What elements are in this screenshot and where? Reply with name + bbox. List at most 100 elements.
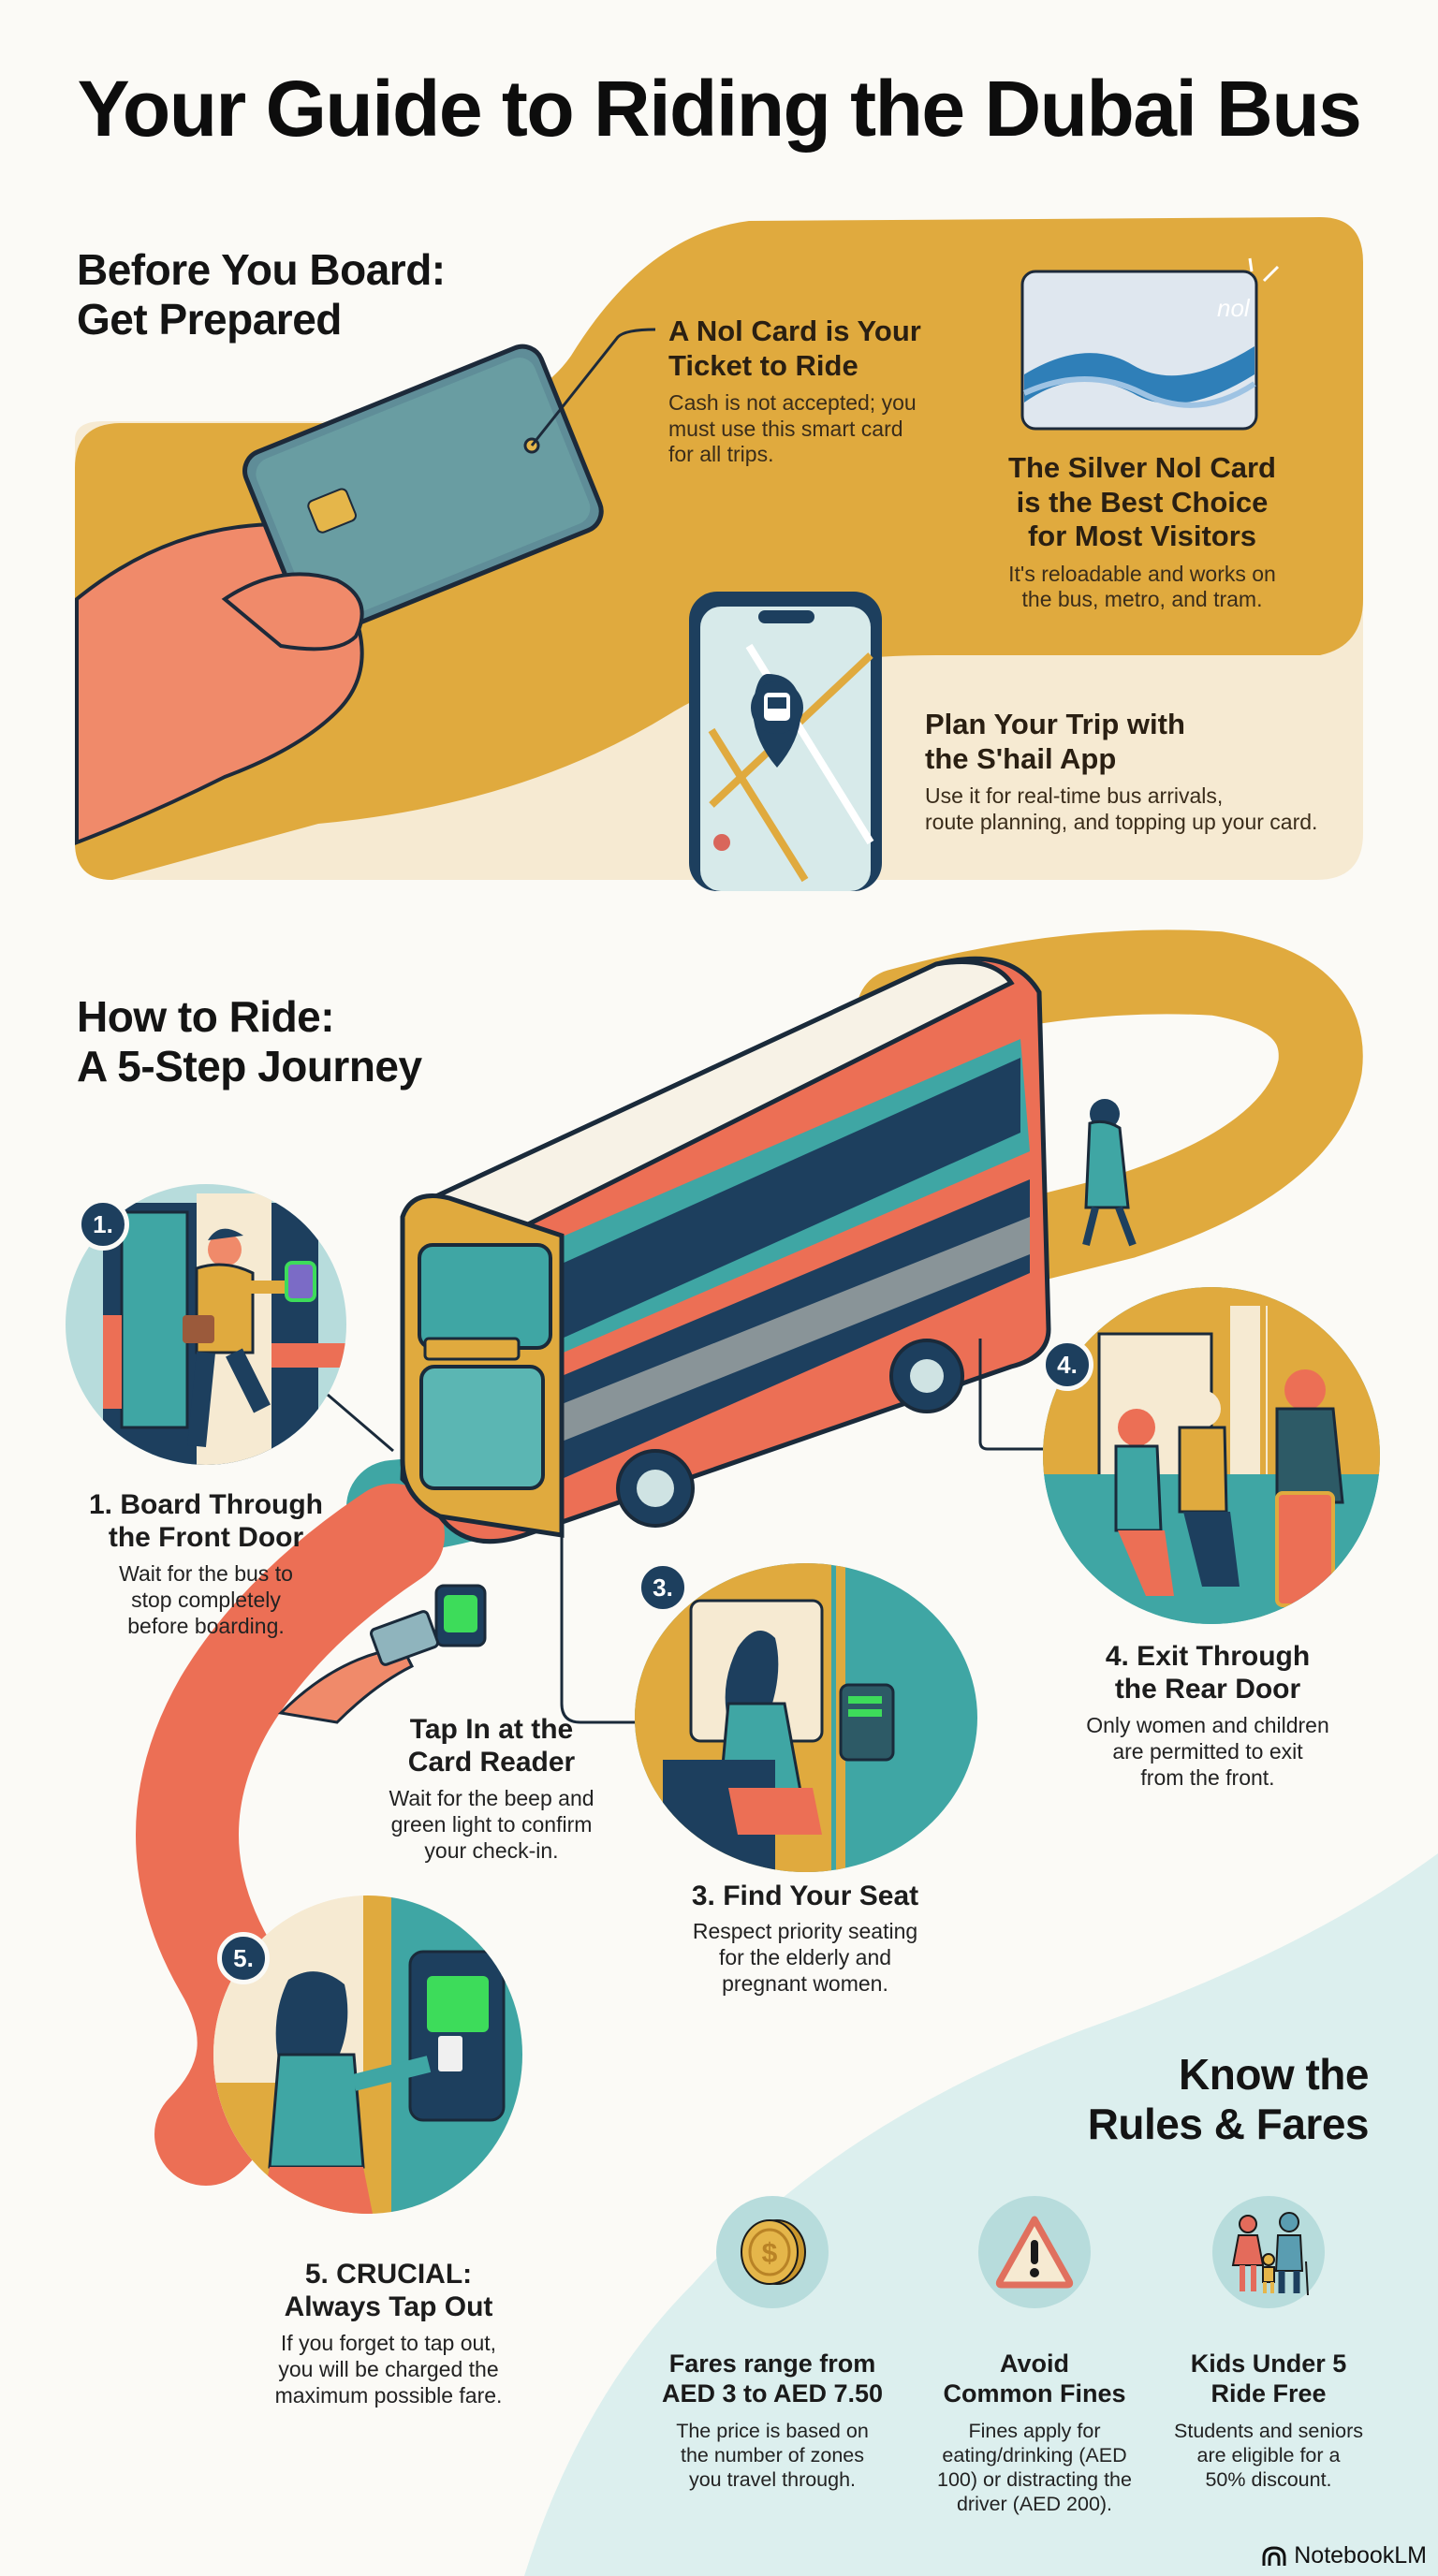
step5-body: If you forget to tap out, you will be ch… bbox=[225, 2330, 552, 2408]
heading-line: How to Ride: bbox=[77, 992, 335, 1041]
connector-step1 bbox=[327, 1393, 394, 1453]
page-title: Your Guide to Riding the Dubai Bus bbox=[77, 65, 1362, 153]
app-title: Plan Your Trip with the S'hail App bbox=[925, 708, 1365, 776]
body-line: must use this smart card bbox=[668, 416, 903, 441]
rule-fares-body: The price is based on the number of zone… bbox=[655, 2419, 889, 2493]
heading-line: Rules & Fares bbox=[1087, 2099, 1370, 2148]
body-line: If you forget to tap out, bbox=[280, 2330, 497, 2355]
title-line: Kids Under 5 bbox=[1190, 2349, 1347, 2378]
double-decker-bus-illustration bbox=[400, 956, 1051, 1544]
warning-icon bbox=[978, 2196, 1091, 2308]
rules-panel bbox=[524, 1853, 1438, 2576]
title-line: The Silver Nol Card bbox=[1008, 451, 1276, 484]
hand-card-illustration bbox=[75, 328, 656, 845]
body-line: eating/drinking (AED bbox=[942, 2443, 1127, 2466]
body-line: Wait for the bus to bbox=[119, 1560, 293, 1586]
step5-title: 5. CRUCIAL: Always Tap Out bbox=[225, 2258, 552, 2324]
step1-title: 1. Board Through the Front Door bbox=[66, 1488, 346, 1555]
title-line: is the Best Choice bbox=[1016, 485, 1269, 519]
title-line: the Front Door bbox=[108, 1522, 304, 1554]
body-line: for all trips. bbox=[668, 442, 774, 467]
before-you-board-heading: Before You Board: Get Prepared bbox=[77, 245, 446, 344]
title-line: Always Tap Out bbox=[284, 2291, 493, 2323]
title-line: 5. CRUCIAL: bbox=[304, 2259, 473, 2290]
body-line: the bus, metro, and tram. bbox=[1021, 587, 1263, 612]
notebooklm-logo-icon bbox=[1262, 2545, 1286, 2566]
body-line: Cash is not accepted; you bbox=[668, 390, 917, 416]
heading-line: Get Prepared bbox=[77, 294, 342, 344]
step5-text: 5. CRUCIAL: Always Tap Out If you forget… bbox=[225, 2258, 552, 2408]
rule-kids-body: Students and seniors are eligible for a … bbox=[1152, 2419, 1386, 2493]
how-to-ride-heading: How to Ride: A 5-Step Journey bbox=[77, 992, 422, 1091]
heading-line: Before You Board: bbox=[77, 245, 446, 294]
step4-text: 4. Exit Through the Rear Door Only women… bbox=[1058, 1640, 1357, 1791]
body-line: pregnant women. bbox=[722, 1971, 888, 1997]
tap-in-reader-illustration bbox=[277, 1584, 487, 1724]
brand-label: NotebookLM bbox=[1294, 2542, 1427, 2569]
rule-kids: Kids Under 5 Ride Free Students and seni… bbox=[1152, 2196, 1386, 2492]
rear-seating-passengers-icon bbox=[1043, 1287, 1380, 1624]
body-line: your check-in. bbox=[424, 1837, 559, 1863]
title-line: 1. Board Through bbox=[89, 1489, 323, 1520]
body-line: are eligible for a bbox=[1196, 2443, 1341, 2466]
rule-kids-title: Kids Under 5 Ride Free bbox=[1152, 2349, 1386, 2409]
body-line: you travel through. bbox=[688, 2468, 857, 2492]
title-line: for Most Visitors bbox=[1027, 520, 1257, 553]
step3-title: 3. Find Your Seat bbox=[655, 1880, 955, 1912]
rule-fines: Avoid Common Fines Fines apply for eatin… bbox=[917, 2196, 1152, 2517]
title-line: Ride Free bbox=[1211, 2378, 1327, 2408]
silver-nol-card-callout: The Silver Nol Card is the Best Choice f… bbox=[983, 451, 1301, 613]
title-line: Fares range from bbox=[668, 2349, 876, 2378]
title-line: Avoid bbox=[1000, 2349, 1069, 2378]
step1-badge: 1. bbox=[77, 1198, 129, 1251]
body-line: the number of zones bbox=[680, 2443, 864, 2466]
body-line: Only women and children bbox=[1086, 1712, 1329, 1737]
body-line: Respect priority seating bbox=[692, 1919, 918, 1944]
walking-passenger-illustration bbox=[1082, 1099, 1137, 1247]
step3-text: 3. Find Your Seat Respect priority seati… bbox=[655, 1880, 955, 1998]
body-line: It's reloadable and works on bbox=[1008, 561, 1276, 586]
rule-fines-body: Fines apply for eating/drinking (AED 100… bbox=[917, 2419, 1152, 2517]
body-line: green light to confirm bbox=[390, 1811, 593, 1837]
seated-passenger-tap-icon bbox=[635, 1563, 895, 1872]
svg-text:$: $ bbox=[762, 2238, 778, 2269]
body-line: before boarding. bbox=[127, 1613, 285, 1638]
nol-card-body: Cash is not accepted; you must use this … bbox=[668, 390, 977, 468]
step3-body: Respect priority seating for the elderly… bbox=[655, 1918, 955, 1997]
step3-illustration bbox=[635, 1563, 977, 1872]
body-line: The price is based on bbox=[676, 2419, 869, 2442]
shail-app-callout: Plan Your Trip with the S'hail App Use i… bbox=[925, 708, 1365, 835]
rule-fines-title: Avoid Common Fines bbox=[917, 2349, 1152, 2409]
body-line: Fines apply for bbox=[968, 2419, 1101, 2442]
body-line: 50% discount. bbox=[1205, 2468, 1332, 2492]
nol-card-title: A Nol Card is Your Ticket to Ride bbox=[668, 315, 977, 383]
title-line: AED 3 to AED 7.50 bbox=[661, 2378, 884, 2408]
connector-step4 bbox=[978, 1339, 1043, 1451]
title-line: 4. Exit Through bbox=[1105, 1641, 1311, 1672]
step4-title: 4. Exit Through the Rear Door bbox=[1058, 1640, 1357, 1706]
silver-card-body: It's reloadable and works on the bus, me… bbox=[983, 562, 1301, 613]
body-line: Use it for real-time bus arrivals, bbox=[925, 783, 1224, 809]
svg-text:nol: nol bbox=[1217, 294, 1251, 322]
body-line: are permitted to exit bbox=[1112, 1738, 1303, 1764]
step5-badge: 5. bbox=[217, 1932, 270, 1984]
step1-illustration bbox=[66, 1184, 346, 1465]
title-line: Ticket to Ride bbox=[668, 348, 858, 382]
step2-title: Tap In at the Card Reader bbox=[365, 1713, 618, 1779]
title-line: the S'hail App bbox=[925, 741, 1117, 775]
step4-body: Only women and children are permitted to… bbox=[1058, 1712, 1357, 1791]
rule-fares-title: Fares range from AED 3 to AED 7.50 bbox=[655, 2349, 889, 2409]
step1-text: 1. Board Through the Front Door Wait for… bbox=[66, 1488, 346, 1639]
body-line: you will be charged the bbox=[278, 2356, 499, 2381]
heading-line: A 5-Step Journey bbox=[77, 1041, 422, 1090]
step2-body: Wait for the beep and green light to con… bbox=[365, 1785, 618, 1864]
coin-icon: $ bbox=[716, 2196, 829, 2308]
title-line: Common Fines bbox=[943, 2378, 1126, 2408]
step2-text: Tap In at the Card Reader Wait for the b… bbox=[365, 1713, 618, 1864]
body-line: route planning, and topping up your card… bbox=[925, 809, 1318, 834]
step4-illustration bbox=[1043, 1287, 1380, 1624]
notebooklm-branding: NotebookLM bbox=[1262, 2542, 1427, 2569]
rules-heading: Know the Rules & Fares bbox=[1087, 2050, 1370, 2149]
body-line: maximum possible fare. bbox=[274, 2382, 503, 2408]
title-line: A Nol Card is Your bbox=[668, 315, 921, 347]
